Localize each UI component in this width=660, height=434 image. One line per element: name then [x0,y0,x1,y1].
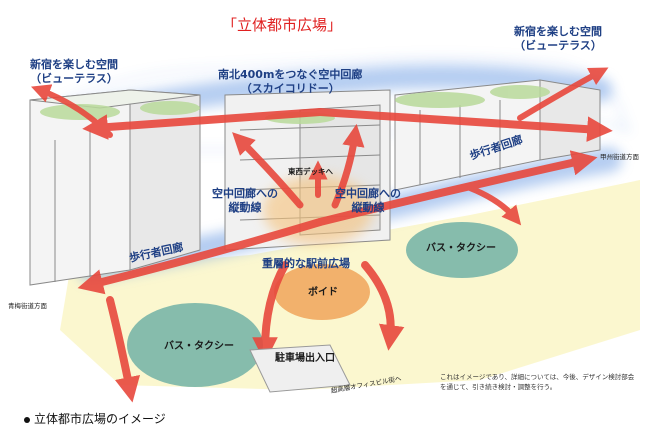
label-skycorridor-line2: （スカイコリドー） [240,82,340,95]
label-vertical-right-line1: 空中回廊への [335,187,401,200]
label-terrace-left-line1: 新宿を楽しむ空間 [30,58,118,71]
arrow-plaza-right [361,261,405,351]
figure-caption-text: 立体都市広場のイメージ [34,412,166,426]
arrow-walkway-left [77,218,324,295]
label-bus-taxi-right: バス・タクシー [426,243,496,254]
label-terrace-right-line2: （ビューテラス） [514,39,602,52]
arrow-walkway-right [316,150,598,226]
arrow-plaza-left-down [106,296,141,403]
parking-ramp [249,344,351,393]
void-area [274,264,370,320]
label-parking-entrance: 駐車場出入口 [275,353,335,364]
arrow-terrace-left [31,84,113,138]
arrow-vertical-right [331,123,365,209]
label-ome-direction: 青梅街道方面 [8,302,47,310]
arrow-skycorridor-left [82,108,324,140]
arrow-vertical-left [232,132,304,209]
arrow-terrace-right [517,67,609,121]
label-plaza: 重層的な駅前広場 [262,257,350,270]
diagram-title: 「立体都市広場」 [222,16,343,34]
bus-taxi-area-right [406,222,518,278]
label-bus-taxi-left: バス・タクシー [164,341,234,352]
label-koshu-direction: 甲州街道方面 [600,153,639,161]
label-east-west-deck: 東西デッキへ [288,167,333,176]
label-void: ボイド [308,287,338,298]
label-vertical-left: 空中回廊への 縦動線 [212,187,278,215]
label-terrace-right-line1: 新宿を楽しむ空間 [514,25,602,38]
bus-taxi-area-left [127,303,263,387]
label-vertical-right: 空中回廊への 縦動線 [335,187,401,215]
label-skycorridor-line1: 南北400mをつなぐ空中回廊 [218,68,363,81]
figure-caption: 立体都市広場のイメージ [24,410,166,427]
arrow-skycorridor-right [316,108,613,142]
label-vertical-left-line1: 空中回廊への [212,187,278,200]
label-vertical-right-line2: 縦動線 [351,201,385,214]
label-terrace-left-line2: （ビューテラス） [30,72,118,85]
arrow-plaza-down [252,261,289,363]
label-terrace-right: 新宿を楽しむ空間 （ビューテラス） [514,25,602,53]
label-skycorridor: 南北400mをつなぐ空中回廊 （スカイコリドー） [218,68,362,96]
label-vertical-left-line2: 縦動線 [228,201,262,214]
flow-arrows [31,67,613,403]
arrow-walkway-right-down [467,185,522,226]
bullet-dot [24,416,30,423]
label-terrace-left: 新宿を楽しむ空間 （ビューテラス） [30,58,118,86]
disclaimer-note: これはイメージであり、詳細については、今後、デザイン検討部会を通じて、引き続き検… [440,373,635,391]
